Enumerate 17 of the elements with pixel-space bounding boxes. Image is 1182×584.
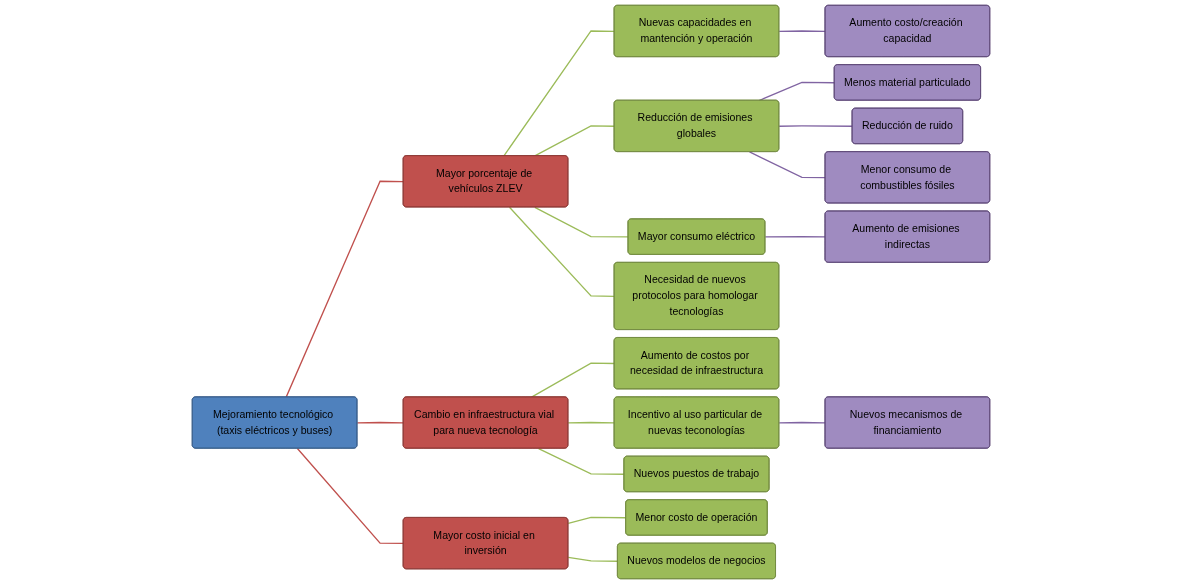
connector <box>764 235 826 238</box>
connector <box>778 421 826 424</box>
connector <box>285 180 405 398</box>
connector <box>567 516 627 525</box>
connector <box>508 206 616 297</box>
connector <box>534 125 616 157</box>
connector <box>503 30 616 157</box>
connector <box>534 206 629 238</box>
connector <box>296 447 405 545</box>
connector <box>778 125 854 127</box>
connector <box>356 421 405 424</box>
connector <box>758 81 836 102</box>
connector <box>748 151 826 179</box>
connector <box>537 447 625 475</box>
connector <box>567 556 619 562</box>
connector <box>778 30 826 32</box>
connector <box>567 421 616 424</box>
